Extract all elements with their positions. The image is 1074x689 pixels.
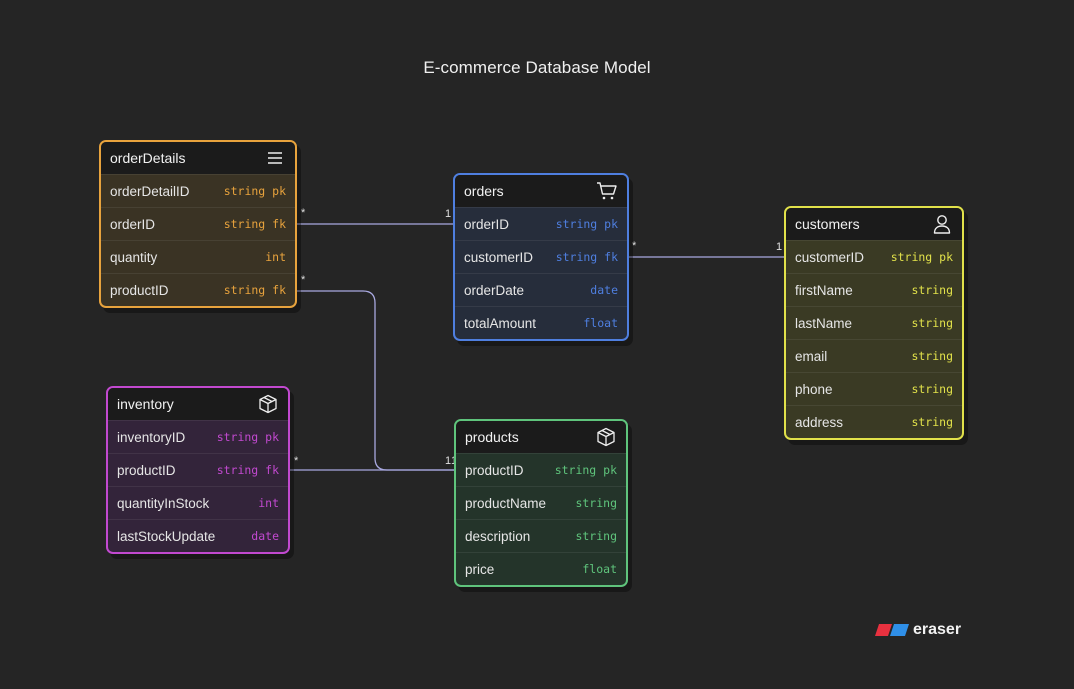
table-row[interactable]: orderID string pk xyxy=(455,207,627,240)
cardinality-label: 1 xyxy=(445,208,452,220)
eraser-watermark[interactable]: eraser xyxy=(875,621,961,639)
field-type: date xyxy=(590,283,618,297)
field-type: string xyxy=(911,316,953,330)
field-name: customerID xyxy=(795,249,865,265)
table-header[interactable]: customers xyxy=(786,208,962,240)
cart-icon xyxy=(596,180,618,202)
table-row[interactable]: totalAmount float xyxy=(455,306,627,339)
table-name: orders xyxy=(464,183,504,199)
field-name: lastName xyxy=(795,315,853,331)
table-row[interactable]: productID string fk xyxy=(101,273,295,306)
field-type: string pk xyxy=(555,217,618,231)
field-name: productID xyxy=(117,462,176,478)
cardinality-label: * xyxy=(301,274,306,286)
table-name: orderDetails xyxy=(110,150,186,166)
table-row[interactable]: quantityInStock int xyxy=(108,486,288,519)
field-name: description xyxy=(465,528,531,544)
table-header[interactable]: inventory xyxy=(108,388,288,420)
field-type: string xyxy=(911,415,953,429)
box-icon xyxy=(257,393,279,415)
field-type: string fk xyxy=(555,250,618,264)
field-type: string fk xyxy=(223,283,286,297)
field-name: phone xyxy=(795,381,833,397)
field-type: int xyxy=(265,250,286,264)
field-type: float xyxy=(582,562,617,576)
field-type: string pk xyxy=(223,184,286,198)
field-type: string xyxy=(575,496,617,510)
cardinality-label: * xyxy=(632,240,637,252)
table-row[interactable]: lastStockUpdate date xyxy=(108,519,288,552)
table-row[interactable]: customerID string fk xyxy=(455,240,627,273)
field-name: quantityInStock xyxy=(117,495,210,511)
table-inventory[interactable]: inventory inventoryID string pk productI… xyxy=(106,386,290,554)
field-type: string xyxy=(911,382,953,396)
field-name: lastStockUpdate xyxy=(117,528,216,544)
field-type: string pk xyxy=(890,250,953,264)
field-type: float xyxy=(583,316,618,330)
field-name: customerID xyxy=(464,249,534,265)
field-name: totalAmount xyxy=(464,315,537,331)
field-name: email xyxy=(795,348,828,364)
field-type: string fk xyxy=(223,217,286,231)
table-row[interactable]: customerID string pk xyxy=(786,240,962,273)
field-type: date xyxy=(251,529,279,543)
table-orderdetails[interactable]: orderDetails orderDetailID string pk ord… xyxy=(99,140,297,308)
field-name: productID xyxy=(465,462,524,478)
eraser-logo-icon xyxy=(875,624,909,636)
table-row[interactable]: productID string pk xyxy=(456,453,626,486)
table-row[interactable]: quantity int xyxy=(101,240,295,273)
table-row[interactable]: address string xyxy=(786,405,962,438)
table-row[interactable]: orderDetailID string pk xyxy=(101,174,295,207)
brand-name: eraser xyxy=(913,621,962,638)
field-type: int xyxy=(258,496,279,510)
list-icon xyxy=(264,147,286,169)
field-name: productID xyxy=(110,282,169,298)
table-header[interactable]: orders xyxy=(455,175,627,207)
table-name: products xyxy=(465,429,519,445)
table-name: inventory xyxy=(117,396,174,412)
user-icon xyxy=(931,213,953,235)
field-name: orderDetailID xyxy=(110,183,190,199)
cardinality-label: 1 xyxy=(776,241,783,253)
table-row[interactable]: orderID string fk xyxy=(101,207,295,240)
field-name: price xyxy=(465,561,495,577)
table-row[interactable]: productName string xyxy=(456,486,626,519)
field-name: orderID xyxy=(110,216,156,232)
table-row[interactable]: email string xyxy=(786,339,962,372)
field-name: address xyxy=(795,414,844,430)
table-orders[interactable]: orders orderID string pk customerID stri… xyxy=(453,173,629,341)
field-type: string fk xyxy=(216,463,279,477)
table-row[interactable]: phone string xyxy=(786,372,962,405)
field-type: string xyxy=(575,529,617,543)
field-type: string xyxy=(911,283,953,297)
cardinality-label: * xyxy=(301,207,306,219)
field-type: string pk xyxy=(554,463,617,477)
table-row[interactable]: productID string fk xyxy=(108,453,288,486)
table-row[interactable]: orderDate date xyxy=(455,273,627,306)
table-products[interactable]: products productID string pk productName… xyxy=(454,419,628,587)
table-row[interactable]: lastName string xyxy=(786,306,962,339)
field-name: inventoryID xyxy=(117,429,186,445)
field-type: string pk xyxy=(216,430,279,444)
cardinality-label: 1 xyxy=(445,455,452,467)
field-name: productName xyxy=(465,495,547,511)
table-header[interactable]: products xyxy=(456,421,626,453)
table-row[interactable]: description string xyxy=(456,519,626,552)
table-row[interactable]: inventoryID string pk xyxy=(108,420,288,453)
box-icon xyxy=(595,426,617,448)
table-customers[interactable]: customers customerID string pk firstName… xyxy=(784,206,964,440)
field-name: firstName xyxy=(795,282,853,298)
diagram-title: E-commerce Database Model xyxy=(423,58,651,77)
field-name: orderDate xyxy=(464,282,525,298)
field-name: orderID xyxy=(464,216,510,232)
table-name: customers xyxy=(795,216,860,232)
table-row[interactable]: firstName string xyxy=(786,273,962,306)
table-header[interactable]: orderDetails xyxy=(101,142,295,174)
table-row[interactable]: price float xyxy=(456,552,626,585)
field-type: string xyxy=(911,349,953,363)
cardinality-label: * xyxy=(294,455,299,467)
connector-orderdetails-products[interactable] xyxy=(297,290,455,471)
field-name: quantity xyxy=(110,249,158,265)
